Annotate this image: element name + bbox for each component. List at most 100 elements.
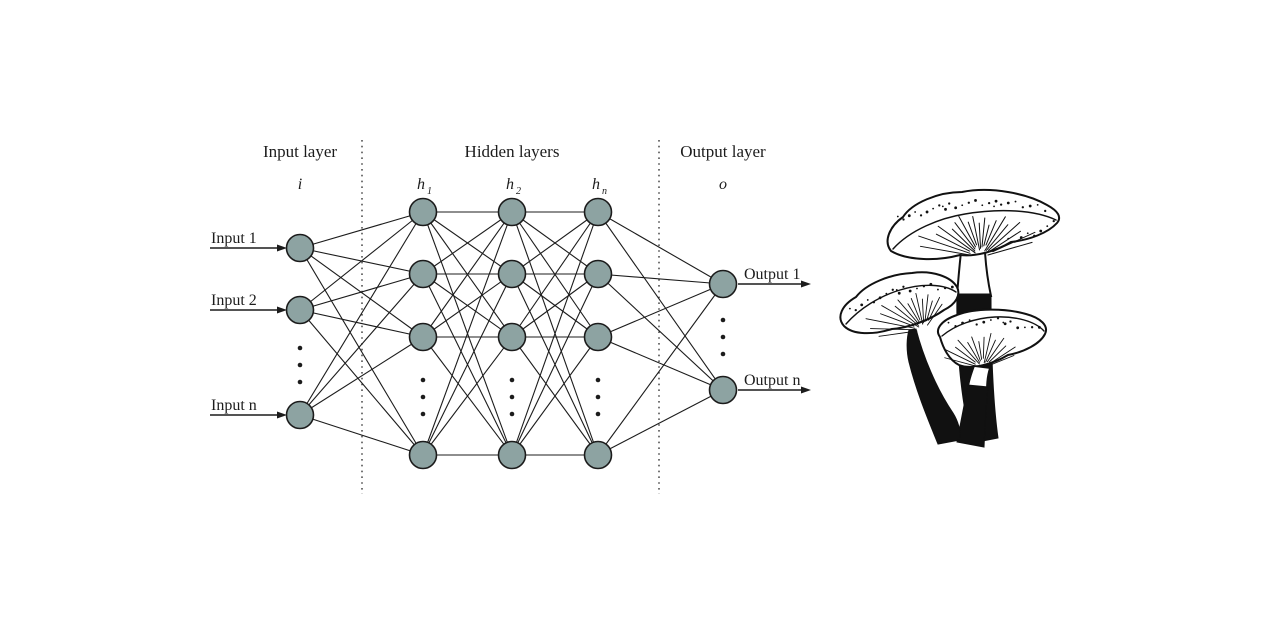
stipple-dot [907,214,911,218]
nn-edge [511,336,599,456]
mushroom-gill-line [983,224,990,247]
mushroom-lowright-cap-rim [941,316,1045,337]
stipple-dot [954,325,957,328]
nn-node [583,259,613,289]
nn-node [408,197,438,227]
nn-ellipsis-dot [720,334,726,340]
nn-edge [511,211,599,456]
mushroom-gill-line [982,336,985,359]
mushroom-left-gills [865,292,943,337]
mushroom-gill-line [985,339,996,363]
input-layer-title: Input layer [263,142,337,161]
nn-nodes [285,197,738,470]
mushroom-gill-line [897,299,919,325]
nn-node [285,233,315,263]
output-label-n: Output n [744,372,800,389]
stipple-dot [925,210,929,214]
stipple-dot [937,288,939,291]
nn-ellipsis-dot [595,394,601,400]
mushroom-gill-line [990,230,1021,252]
nn-edge [511,211,599,275]
nn-ellipsis-dot [420,394,426,400]
stipple-dot [1037,325,1041,329]
stipple-dot [1028,204,1032,208]
stipple-dot [919,214,923,217]
mushroom-left-stem [906,328,961,445]
input-label-1: Input 1 [211,230,257,247]
stipple-dot [1026,232,1029,235]
mushroom-gill-line [915,292,924,325]
stipple-dot [1016,326,1020,330]
nn-edge [299,273,424,416]
stipple-dot [974,199,977,202]
stipple-dot [902,285,905,288]
stipple-dot [1039,229,1043,233]
mushroom-gill-line [894,305,919,326]
nn-node [497,259,527,289]
stipple-dot [1009,320,1012,323]
nn-node [583,440,613,470]
mushroom-gill-line [944,357,977,367]
stipple-dot [993,205,995,208]
mushroom-illustration [839,188,1061,448]
nn-node [497,322,527,352]
stipple-dot [989,319,992,321]
nn-edge [299,211,424,416]
stipple-dot [947,321,950,324]
stipple-dot [914,211,917,213]
stipple-dot [950,285,954,289]
nn-edge [422,211,513,338]
mushroom-gill-line [972,216,981,251]
stipple-dot [954,206,958,210]
nn-node [408,440,438,470]
nn-edge [597,389,724,456]
nn-ellipsis-dot [420,411,426,417]
nn-node [708,375,738,405]
stipple-dot [1013,240,1016,243]
nn-node [408,259,438,289]
nn-edge [422,211,513,456]
mushroom-gill-line [978,341,983,360]
nn-edge [511,273,599,456]
nn-edge [299,247,424,456]
stipple-dot [996,317,1000,320]
mushroom-gill-line [986,337,1005,363]
stipple-dot [1007,237,1010,240]
mushroom-gill-line [988,222,1021,251]
stipple-dot [948,202,951,205]
output-arrows [738,280,811,394]
stipple-dot [1006,201,1010,205]
nn-edge [422,336,513,456]
output-label-1: Output 1 [744,266,800,283]
mushroom-gill-line [926,303,943,326]
mushroom-gill-line [958,215,976,248]
nn-node [408,322,438,352]
nn-edge [299,336,424,416]
mushroom-gill-line [935,233,970,252]
stipple-dot [1002,321,1005,324]
mushroom-gill-line [878,330,918,337]
mushroom-gill-line [987,355,1015,367]
stipple-dot [848,307,851,310]
nn-edge [597,211,724,391]
nn-ellipsis-dot [509,377,515,383]
stipple-dot [932,207,935,210]
mushroom-big-cap [886,188,1061,261]
stipple-dot [1046,225,1049,228]
stipple-dot [878,296,882,300]
stipple-dot [1033,234,1036,237]
nn-edge [299,273,424,311]
stipple-dot [999,203,1003,206]
neural-network-diagram: Input layer i Hidden layers h 1 h 2 h n … [210,140,811,494]
mushroom-gill-line [918,235,971,254]
stipple-dot [1019,236,1023,239]
nn-ellipsis-dot [297,345,303,351]
stipple-dot [941,205,944,208]
stipple-dot [1044,209,1047,213]
nn-ellipsis-dot [509,394,515,400]
mushroom-big-gills [918,215,1036,256]
mushroom-gill-line [910,298,921,321]
nn-edge [511,211,599,338]
mushroom-gill-line [986,224,1009,251]
